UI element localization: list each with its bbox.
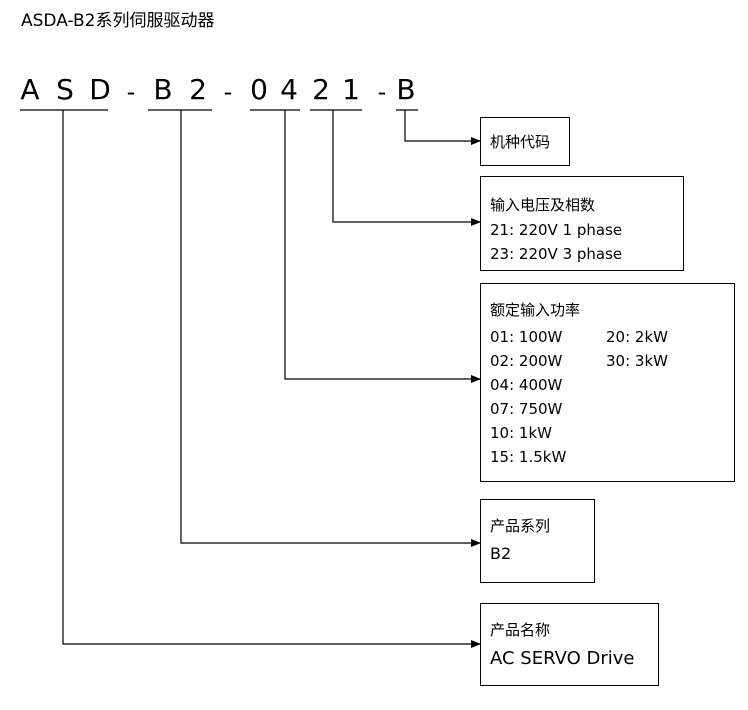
input-voltage-heading: 输入电压及相数 (490, 196, 596, 214)
rated-power-option: 20: 2kW (606, 328, 668, 346)
product-name-value: AC SERVO Drive (490, 648, 635, 669)
code-char-d: D (89, 73, 111, 106)
code-dash: - (126, 78, 136, 106)
input-voltage-box: 输入电压及相数 21: 220V 1 phase 23: 220V 3 phas… (480, 176, 684, 271)
rated-power-option: 04: 400W (490, 376, 563, 394)
series-value: B2 (490, 544, 512, 563)
connector-product-name (62, 110, 481, 648)
connector-model-type (404, 110, 481, 145)
connector-rated-power (284, 110, 481, 383)
series-heading: 产品系列 (490, 517, 551, 535)
connector-input-voltage (332, 110, 481, 226)
code-dash: - (223, 78, 233, 106)
page-title: ASDA-B2系列伺服驱动器 (21, 11, 215, 31)
code-char-1: 1 (342, 73, 360, 106)
code-char-a: A (20, 73, 40, 106)
rated-power-option: 10: 1kW (490, 424, 552, 442)
input-voltage-option: 21: 220V 1 phase (490, 221, 623, 239)
code-char-2: 2 (189, 73, 207, 106)
code-char-s: S (56, 73, 74, 106)
model-type-box: 机种代码 (480, 117, 570, 166)
rated-power-option: 02: 200W (490, 352, 563, 370)
code-dash: - (377, 78, 387, 106)
code-char-2b: 2 (312, 73, 330, 106)
rated-power-option: 01: 100W (490, 328, 563, 346)
series-box: 产品系列 B2 (480, 499, 595, 583)
code-char-b: B (153, 73, 173, 106)
rated-power-box: 额定输入功率 01: 100W 02: 200W 04: 400W 07: 75… (480, 283, 735, 482)
input-voltage-option: 23: 220V 3 phase (490, 245, 623, 263)
model-type-heading: 机种代码 (490, 133, 551, 151)
rated-power-option: 30: 3kW (606, 352, 668, 370)
connector-series (180, 110, 481, 547)
product-name-box: 产品名称 AC SERVO Drive (480, 603, 659, 686)
code-char-4: 4 (280, 73, 298, 106)
code-char-b2: B (396, 73, 416, 106)
rated-power-option: 07: 750W (490, 400, 563, 418)
rated-power-option: 15: 1.5kW (490, 448, 567, 466)
product-name-heading: 产品名称 (490, 621, 551, 639)
code-char-0: 0 (250, 73, 268, 106)
rated-power-heading: 额定输入功率 (490, 301, 581, 319)
